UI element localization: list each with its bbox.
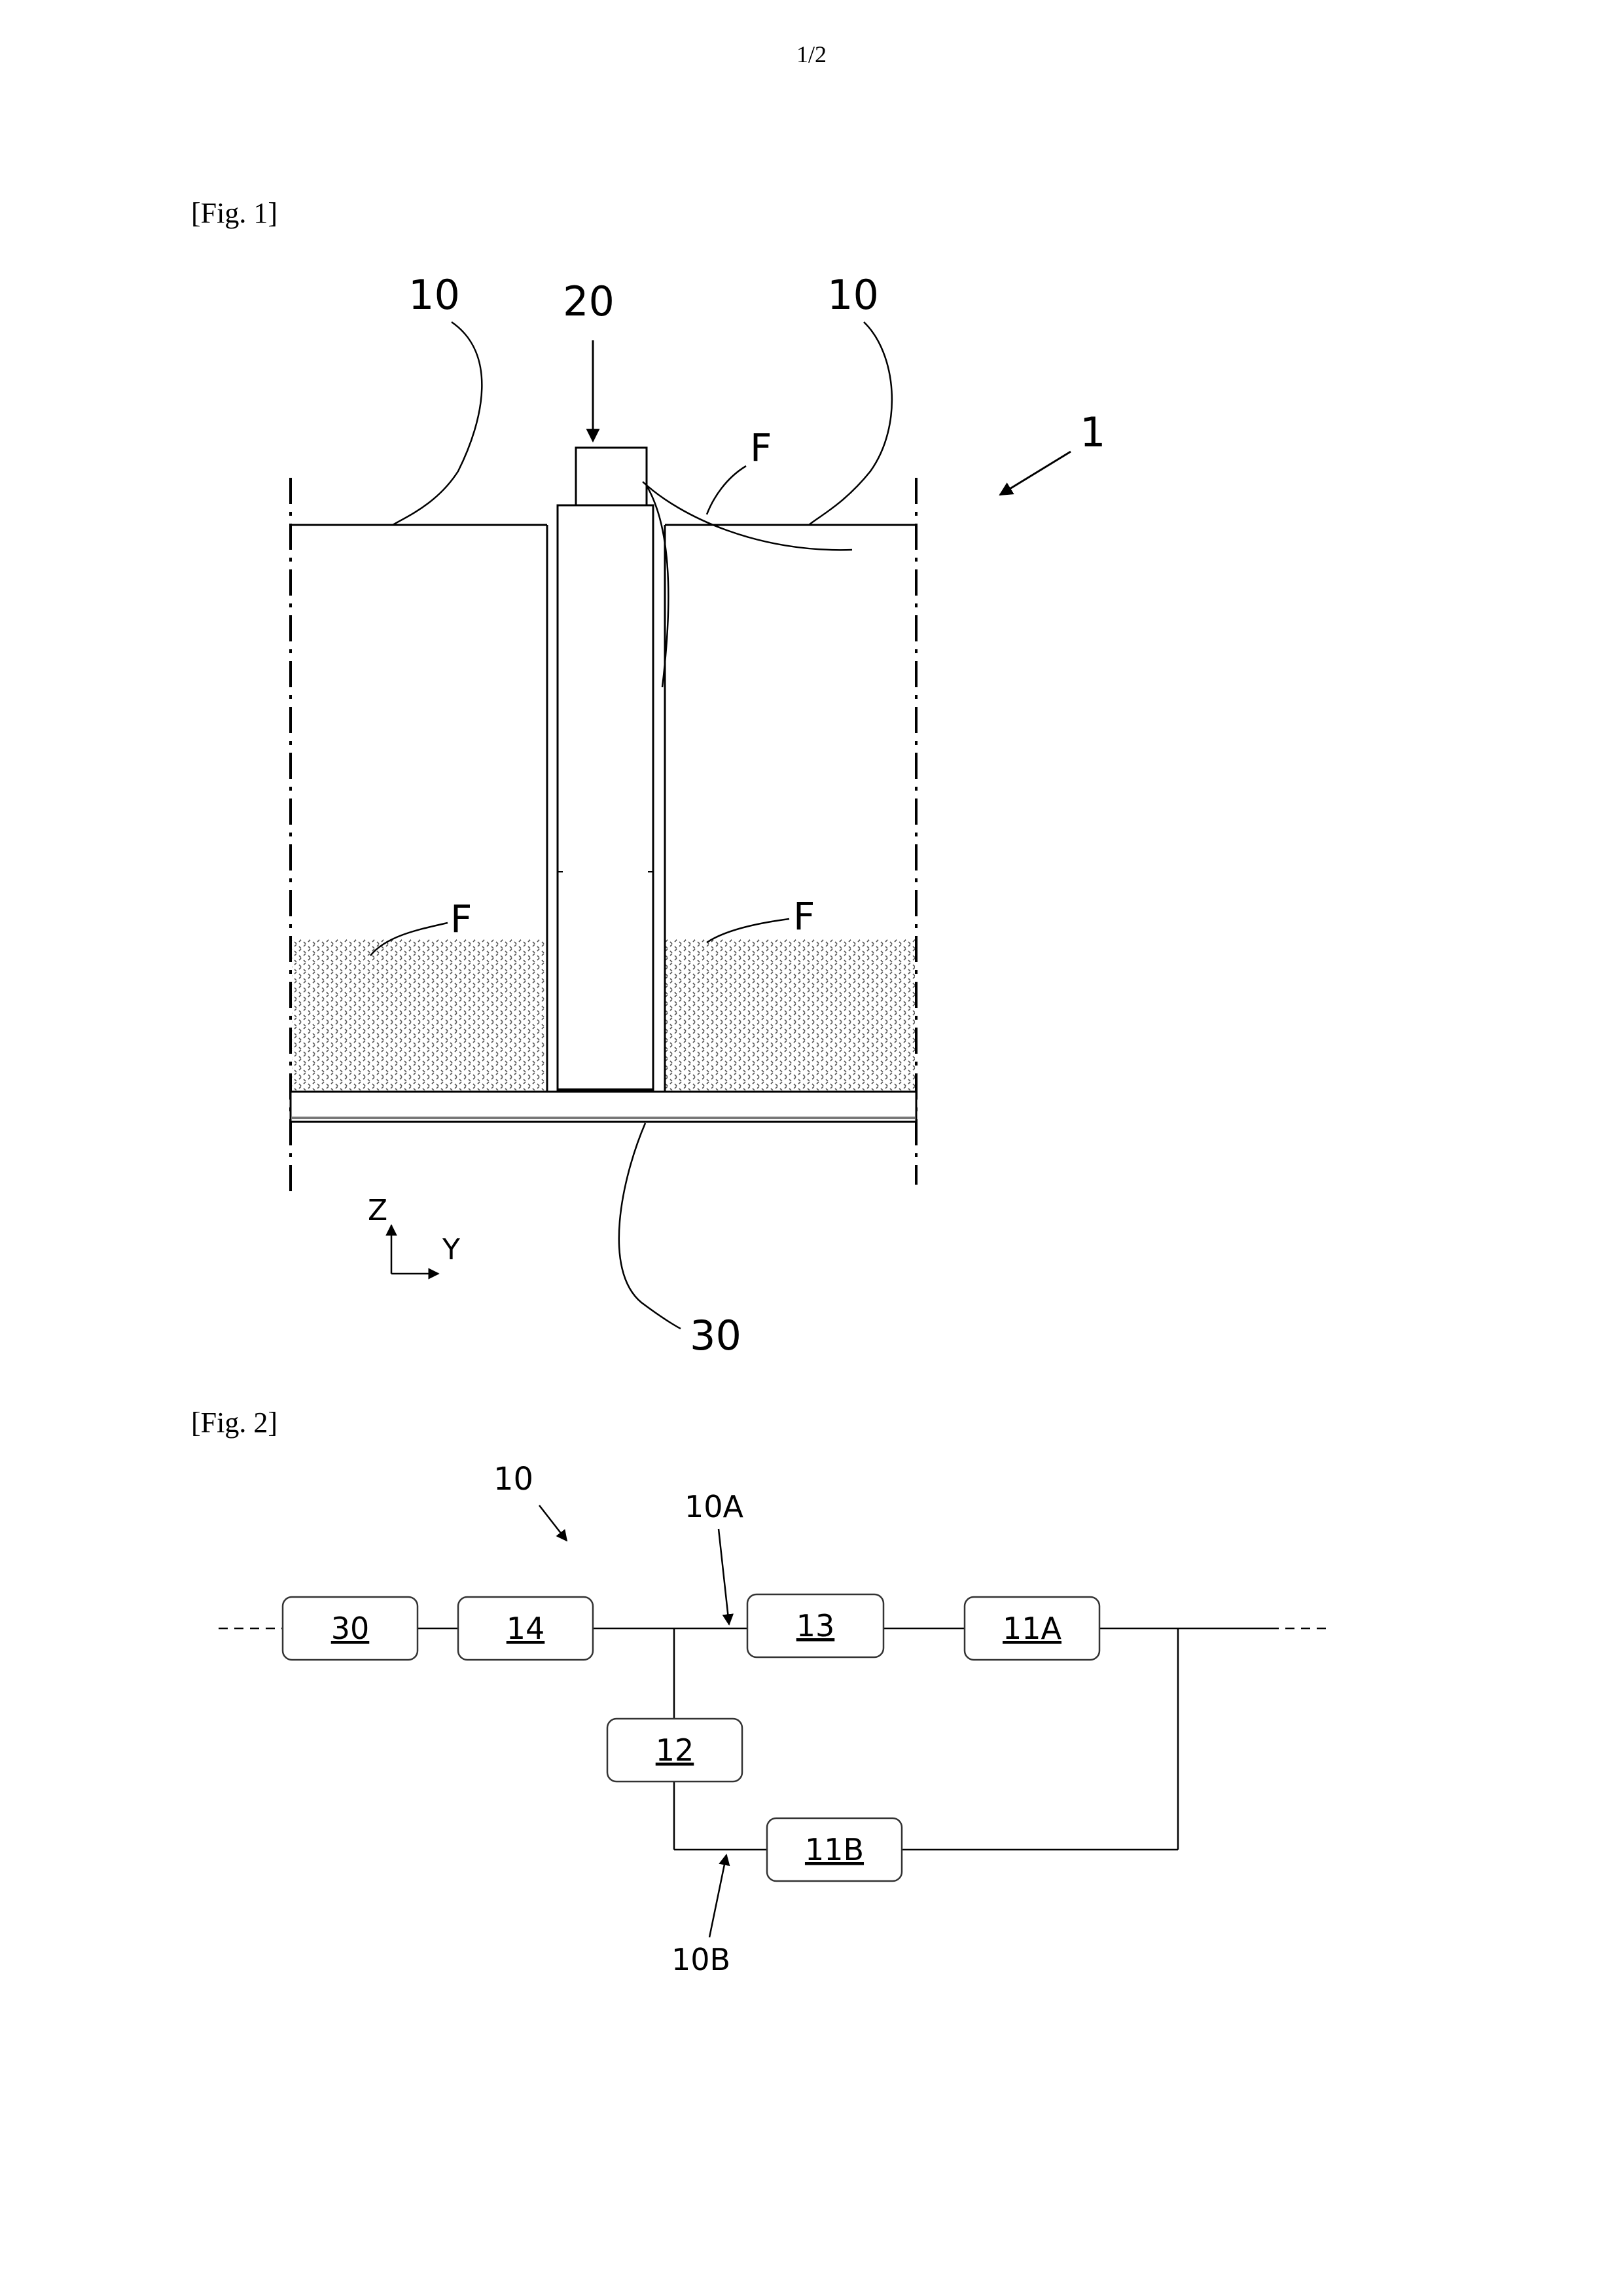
ref-fluid-top: F — [750, 425, 772, 470]
ref-base: 30 — [690, 1312, 741, 1359]
ref-branch-10b: 10B — [671, 1942, 730, 1977]
ref-fluid-bottom-right: F — [793, 894, 815, 939]
device-column — [558, 505, 653, 1090]
figure-1: 10 20 10 1 F F F 30 Z Y — [291, 271, 1105, 1359]
sensor-head — [576, 448, 647, 505]
fluid-region-right — [665, 939, 915, 1091]
axis-z-label: Z — [368, 1194, 387, 1227]
leader-fluid-right — [707, 919, 789, 942]
arrow-branch-10a — [719, 1529, 729, 1624]
figure-2: 30 14 13 11A 12 11B 10 10A 10B — [219, 1461, 1331, 1977]
leader-base — [619, 1123, 681, 1329]
leader-panel-left — [393, 322, 482, 525]
box-12-label: 12 — [656, 1732, 694, 1768]
ref-panel-right: 10 — [827, 271, 879, 319]
box-30-label: 30 — [331, 1611, 370, 1646]
axis-indicator: Z Y — [368, 1194, 460, 1274]
box-14-label: 14 — [507, 1611, 545, 1646]
box-11b-label: 11B — [805, 1832, 864, 1867]
ref-branch-10a: 10A — [685, 1489, 744, 1524]
box-14: 14 — [458, 1597, 593, 1660]
ref-fluid-bottom-left: F — [450, 897, 472, 941]
box-12: 12 — [607, 1719, 742, 1782]
ref-fig2-system: 10 — [493, 1461, 533, 1498]
box-30: 30 — [283, 1597, 418, 1660]
ref-device: 20 — [563, 278, 615, 325]
ref-system: 1 — [1080, 408, 1105, 456]
box-13-label: 13 — [796, 1608, 835, 1643]
box-11b: 11B — [767, 1818, 902, 1881]
leader-system-arrow — [1000, 452, 1071, 495]
leader-fluid-top — [707, 466, 746, 514]
axis-y-label: Y — [442, 1233, 460, 1266]
ref-panel-left: 10 — [408, 271, 460, 319]
leader-panel-right — [809, 322, 892, 525]
arrow-branch-10b — [709, 1855, 726, 1937]
arrow-system-10 — [539, 1505, 567, 1541]
box-11a: 11A — [965, 1597, 1099, 1660]
box-11a-label: 11A — [1003, 1611, 1062, 1646]
fluid-region-left — [292, 939, 547, 1091]
box-13: 13 — [747, 1594, 883, 1657]
